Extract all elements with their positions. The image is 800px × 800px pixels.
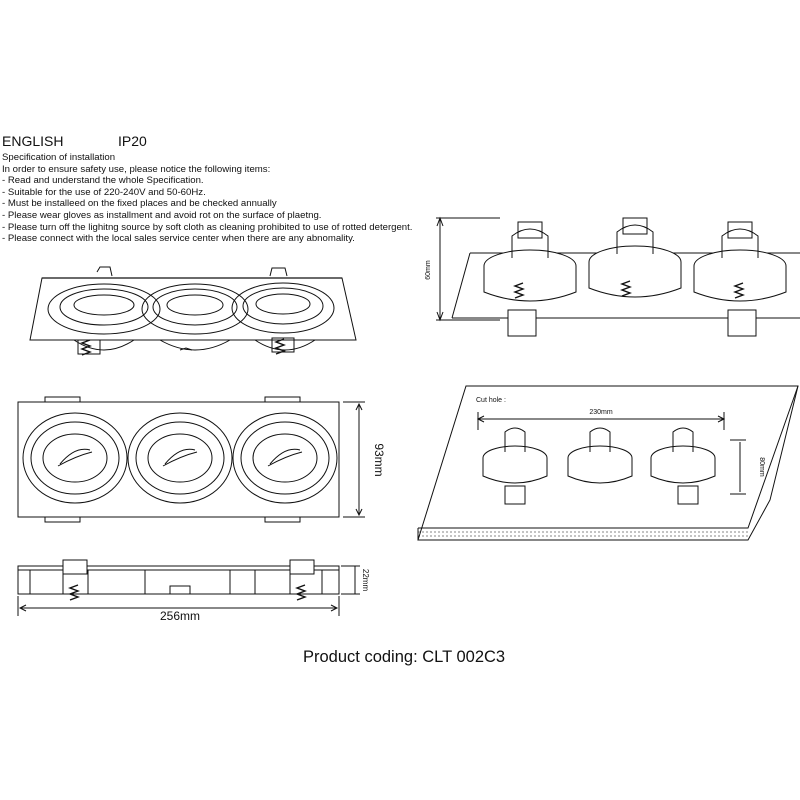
width-dimension-label: 93mm bbox=[372, 443, 386, 476]
spec-line: - Suitable for the use of 220-240V and 5… bbox=[2, 186, 206, 198]
header: ENGLISH IP20 bbox=[2, 133, 147, 149]
thickness-dimension-label: 22mm bbox=[361, 569, 370, 592]
height-dimension-label: 60mm bbox=[425, 260, 432, 280]
spec-line: - Must be installeed on the fixed places… bbox=[2, 198, 277, 210]
spec-line: In order to ensure safety use, please no… bbox=[2, 163, 271, 175]
language-label: ENGLISH bbox=[2, 133, 64, 149]
side-view-drawing bbox=[17, 559, 360, 616]
cut-hole-length-label: 230mm bbox=[589, 409, 613, 416]
cut-hole-width-label: 80mm bbox=[758, 457, 765, 477]
top-view-drawing bbox=[17, 396, 365, 523]
spec-line: - Please turn off the lighitng source by… bbox=[2, 221, 413, 233]
spec-title: Specification of installation bbox=[2, 152, 116, 163]
length-dimension-label: 256mm bbox=[160, 609, 200, 623]
perspective-drawing bbox=[29, 266, 357, 356]
mounted-fixture-drawing bbox=[436, 216, 800, 337]
spec-line: - Read and understand the whole Specific… bbox=[2, 175, 204, 187]
cut-hole-label: Cut hole : bbox=[476, 397, 506, 404]
spec-line: - Please wear gloves as installment and … bbox=[2, 209, 322, 221]
spec-line: - Please connect with the local sales se… bbox=[2, 233, 355, 245]
specification-text: Specification of installation In order t… bbox=[2, 152, 412, 245]
ip-rating: IP20 bbox=[118, 133, 147, 149]
product-coding: Product coding: CLT 002C3 bbox=[303, 648, 506, 666]
cut-hole-drawing bbox=[417, 385, 799, 541]
